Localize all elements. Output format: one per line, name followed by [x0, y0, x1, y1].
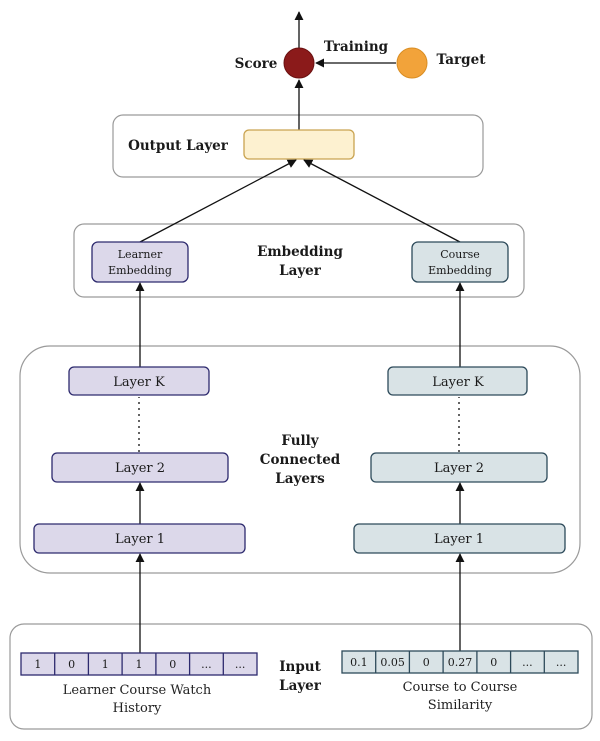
course-embedding-line2: Embedding: [428, 264, 492, 277]
learner-cell-6: ...: [201, 658, 212, 671]
learner-input-caption-line2: History: [113, 701, 162, 716]
right-layer-k-label: Layer K: [432, 375, 484, 390]
course-cell-7: ...: [556, 656, 567, 669]
course-embedding-line1: Course: [440, 248, 480, 261]
course-embedding-box: [411, 241, 509, 283]
input-layer-line1: Input: [279, 659, 321, 675]
target-label: Target: [437, 52, 487, 68]
input-layer-line2: Layer: [279, 678, 322, 694]
left-layer-1-box: [33, 523, 246, 554]
left-layer-k-box: [68, 366, 210, 396]
learner-embedding-box: [91, 241, 189, 283]
course-input-caption-line2: Similarity: [428, 698, 493, 713]
learner-embedding-line1: Learner: [118, 248, 163, 261]
learner-embedding-line2: Embedding: [108, 264, 172, 277]
course-cell-4: 0.27: [448, 656, 473, 669]
fully-connected-line3: Layers: [275, 471, 325, 487]
score-node: [283, 47, 315, 79]
learner-input-vector: [20, 652, 258, 676]
target-node: [396, 47, 428, 79]
course-cell-5: 0: [490, 656, 497, 669]
learner-cell-7: ...: [235, 658, 246, 671]
course-cell-3: 0: [423, 656, 430, 669]
fully-connected-line2: Connected: [260, 452, 341, 468]
course-input-caption-line1: Course to Course: [403, 680, 518, 695]
right-layer-1-label: Layer 1: [434, 532, 484, 547]
embedding-layer-line1: Embedding: [257, 244, 343, 260]
left-layer-2-box: [51, 452, 229, 483]
input-layer-container: [9, 623, 593, 730]
left-layer-k-label: Layer K: [113, 375, 165, 390]
right-layer-2-box: [370, 452, 548, 483]
course-to-output-arrow: [303, 159, 461, 243]
right-layer-k-box: [387, 366, 528, 396]
right-layer-1-box: [353, 523, 566, 554]
embedding-layer-line2: Layer: [279, 263, 322, 279]
left-layer-1-label: Layer 1: [115, 532, 165, 547]
right-layer-2-label: Layer 2: [434, 461, 484, 476]
fully-connected-line1: Fully: [281, 433, 319, 449]
learner-cell-3: 1: [102, 658, 109, 671]
course-cell-1: 0.1: [350, 656, 368, 669]
learner-cell-2: 0: [68, 658, 75, 671]
learner-cell-1: 1: [34, 658, 41, 671]
learner-cell-5: 0: [169, 658, 176, 671]
score-label: Score: [235, 56, 278, 72]
training-label: Training: [324, 39, 389, 55]
course-input-vector: [341, 650, 579, 674]
learner-to-output-arrow: [139, 159, 297, 243]
fully-connected-container: [19, 345, 581, 574]
course-cell-2: 0.05: [380, 656, 405, 669]
output-box: [243, 129, 355, 160]
learner-input-caption-line1: Learner Course Watch: [63, 683, 212, 698]
left-layer-2-label: Layer 2: [115, 461, 165, 476]
course-cell-6: ...: [522, 656, 533, 669]
learner-cell-4: 1: [136, 658, 143, 671]
output-layer-label: Output Layer: [128, 138, 229, 154]
